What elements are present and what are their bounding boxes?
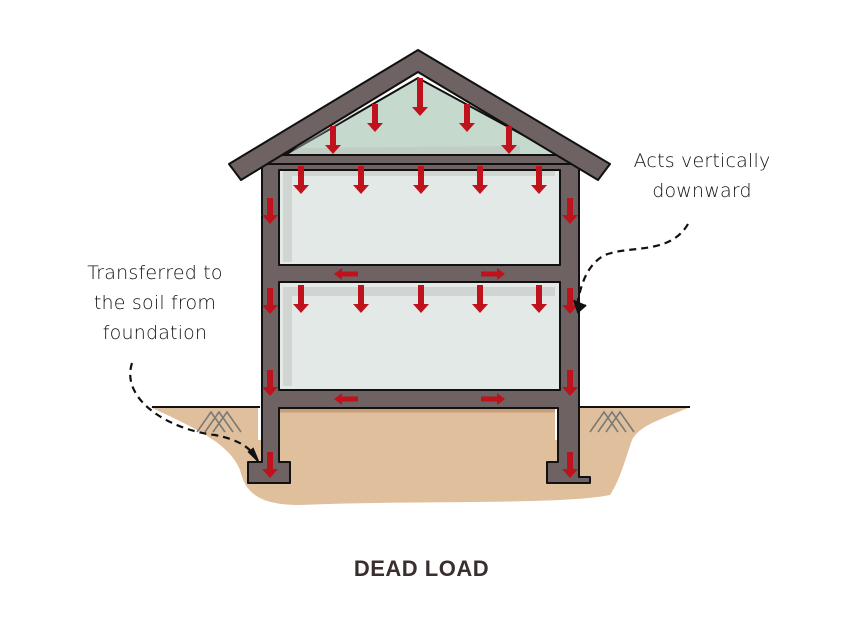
right-column-down-arrow	[562, 198, 578, 224]
annotation-vertical-downward: Acts vertically downward	[612, 146, 792, 206]
soil-hatch-left	[196, 410, 242, 433]
left-column-down-arrow	[262, 370, 278, 396]
left-column-down-arrow	[262, 198, 278, 224]
annotation-left-line-1: Transferred to	[87, 262, 223, 284]
soil-mass	[150, 407, 690, 505]
right-column-down-arrow	[562, 370, 578, 396]
soil-hatch-right	[589, 410, 635, 433]
beam-left-arrow	[334, 268, 358, 280]
lower-floor-down-arrow	[531, 285, 547, 313]
lower-floor-down-arrow	[353, 285, 369, 313]
hatch-mark	[196, 410, 226, 433]
attic-down-arrow	[325, 126, 341, 154]
annotation-left-line-2: the soil from	[93, 292, 217, 314]
hatch-mark	[204, 410, 234, 433]
attic-down-arrow	[459, 104, 475, 132]
leader-right	[575, 223, 689, 306]
building-frame	[247, 162, 591, 484]
attic-shadow	[288, 110, 520, 155]
leader-left	[129, 362, 257, 459]
attic-down-arrow	[501, 126, 517, 154]
annotation-right-line-2: downward	[652, 180, 752, 202]
right-column-down-arrow	[562, 452, 578, 478]
attic-down-arrow	[412, 78, 428, 116]
left-column-down-arrow	[262, 288, 278, 314]
left-column-down-arrow	[262, 452, 278, 478]
lower-floor-down-arrow	[293, 285, 309, 313]
beam-left-arrow	[334, 393, 358, 405]
diagram-title: DEAD LOAD	[353, 556, 490, 581]
upper-floor-down-arrow	[413, 166, 429, 194]
upper-floor-down-arrow	[293, 166, 309, 194]
upper-floor-down-arrow	[472, 166, 488, 194]
hatch-mark	[589, 410, 619, 433]
hatch-mark	[212, 410, 242, 433]
load-arrows	[262, 78, 578, 478]
leader-left-head	[247, 447, 259, 462]
attic-down-arrow	[367, 104, 383, 132]
right-column-down-arrow	[562, 288, 578, 314]
lower-floor-down-arrow	[413, 285, 429, 313]
roof	[228, 49, 611, 181]
hatch-mark	[597, 410, 627, 433]
annotation-transferred-to-soil: Transferred to the soil from foundation	[60, 258, 250, 348]
lower-floor-down-arrow	[472, 285, 488, 313]
leader-right-head	[573, 299, 587, 314]
ceiling-slab	[260, 154, 579, 165]
upper-floor-down-arrow	[353, 166, 369, 194]
annotation-right-line-1: Acts vertically	[633, 150, 771, 172]
beam-right-arrow	[481, 268, 505, 280]
annotation-left-line-3: foundation	[102, 322, 208, 344]
hatch-mark	[605, 410, 635, 433]
upper-floor-down-arrow	[531, 166, 547, 194]
beam-right-arrow	[481, 393, 505, 405]
